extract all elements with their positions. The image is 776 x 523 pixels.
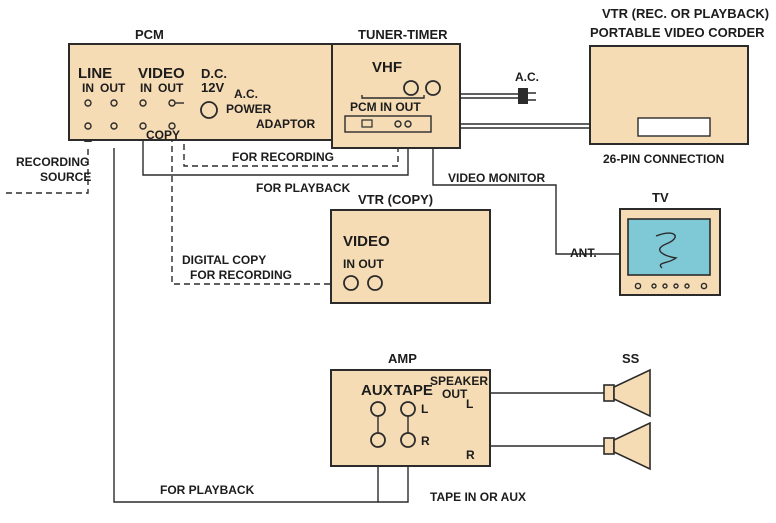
playback-wire-to-amp-r — [378, 453, 409, 503]
amp-tape-l-jack[interactable] — [400, 401, 416, 417]
vtr-portable-unit: VTR (REC. OR PLAYBACK) PORTABLE VIDEO CO… — [589, 6, 769, 145]
vtr-copy-in-jack[interactable] — [343, 275, 359, 291]
pcm-unit: PCM LINE IN OUT VIDEO IN OUT D.C. 12V CO… — [68, 27, 340, 142]
speaker-out-label-1: SPEAKER — [430, 374, 488, 388]
pcm-video-label: VIDEO — [138, 65, 185, 82]
tape-in-or-aux-label: TAPE IN OR AUX — [430, 490, 526, 504]
tv-squiggle — [655, 232, 678, 269]
pcm-dc-label: D.C. — [201, 66, 227, 81]
tv-knob-1[interactable] — [634, 282, 642, 290]
pcm-line-out-jack[interactable] — [110, 99, 118, 107]
digital-copy-wire — [171, 126, 340, 285]
speakers-title: SS — [622, 351, 640, 366]
pcm-line-out-jack-2[interactable] — [110, 122, 118, 130]
recording-source-label-2: SOURCE — [40, 170, 91, 184]
pcm-line-out-label: OUT — [100, 81, 126, 95]
pcm-video-in-jack[interactable] — [139, 99, 147, 107]
tv-knob-2[interactable] — [651, 283, 657, 289]
recording-source-label-1: RECORDING — [16, 155, 89, 169]
ac-plug-prong — [528, 92, 536, 101]
pcm-dc-jack[interactable] — [200, 101, 218, 119]
recording-source-wire — [6, 148, 89, 194]
speaker-out-l-label: L — [466, 397, 473, 411]
amp-aux-l-jack[interactable] — [370, 401, 386, 417]
tuner-pcm-slot — [361, 119, 373, 128]
playback-wire-to-amp — [113, 148, 379, 503]
digital-copy-label-1: DIGITAL COPY — [182, 253, 266, 267]
ac-plug — [518, 88, 528, 104]
connection-label: 26-PIN CONNECTION — [603, 152, 724, 166]
power-adaptor-label-3: ADAPTOR — [256, 117, 315, 131]
for-playback-label: FOR PLAYBACK — [256, 181, 351, 195]
vtr-copy-title: VTR (COPY) — [358, 192, 433, 207]
amp-r-label: R — [421, 434, 430, 448]
tuner-title: TUNER-TIMER — [358, 27, 448, 42]
pcm-video-out-label: OUT — [158, 81, 184, 95]
tv-title: TV — [652, 190, 669, 205]
tuner-pcm-panel — [344, 115, 432, 133]
speaker-right — [603, 421, 651, 471]
tuner-pcm-in-jack[interactable] — [394, 120, 402, 128]
amp-l-label: L — [421, 402, 428, 416]
amp-tape-r-jack[interactable] — [400, 432, 416, 448]
speaker-left — [603, 368, 651, 418]
for-recording-label: FOR RECORDING — [232, 150, 334, 164]
speaker-out-r-label: R — [466, 448, 475, 462]
vtr-26pin-connector[interactable] — [637, 117, 711, 137]
amp-aux-label: AUX — [361, 382, 393, 399]
tv-knob-6[interactable] — [700, 282, 708, 290]
tv-ant-label: ANT. — [570, 246, 597, 260]
tuner-timer-unit: TUNER-TIMER VHF PCM IN OUT — [331, 27, 461, 149]
digital-copy-label-2: FOR RECORDING — [190, 268, 292, 282]
pcm-title: PCM — [135, 27, 164, 42]
tuner-vhf-label: VHF — [372, 59, 402, 76]
pcm-copy-label: COPY — [146, 128, 180, 142]
pcm-video-out-jack[interactable] — [168, 99, 176, 107]
vhf-jack-2[interactable] — [425, 80, 441, 96]
tuner-pcm-out-jack[interactable] — [404, 120, 412, 128]
tv-knob-3[interactable] — [662, 283, 668, 289]
pcm-copy-jack-2[interactable] — [168, 122, 176, 130]
pcm-copy-jack-1[interactable] — [139, 122, 147, 130]
video-monitor-label: VIDEO MONITOR — [448, 171, 545, 185]
pcm-video-in-label: IN — [140, 81, 152, 95]
pcm-line-label: LINE — [78, 65, 112, 82]
vhf-jack-1[interactable] — [403, 80, 419, 96]
pcm-line-in-label: IN — [82, 81, 94, 95]
speaker-out-label-2: OUT — [442, 387, 468, 401]
tv-knob-4[interactable] — [673, 283, 679, 289]
tv-screen — [627, 218, 711, 276]
tuner-ac-label: A.C. — [515, 70, 539, 84]
pcm-dc-voltage-label: 12V — [201, 80, 224, 95]
vhf-divider — [361, 95, 425, 99]
pcm-line-in-jack[interactable] — [84, 99, 92, 107]
vtr-portable-title-2: PORTABLE VIDEO CORDER — [590, 25, 765, 40]
tuner-pcm-in-out-label: PCM IN OUT — [350, 100, 421, 114]
amp-tape-label: TAPE — [394, 382, 433, 399]
power-adaptor-label-2: POWER — [226, 102, 272, 116]
playback-video-wire — [142, 126, 409, 176]
tv-set — [619, 208, 721, 296]
vtr-copy-in-out-label: IN OUT — [343, 257, 384, 271]
amp-unit: AMP AUX TAPE L R SPEAKER OUT L R — [330, 351, 491, 467]
for-playback-bottom-label: FOR PLAYBACK — [160, 483, 255, 497]
amp-title: AMP — [388, 351, 417, 366]
vtr-portable-title-1: VTR (REC. OR PLAYBACK) — [602, 6, 769, 21]
tv-knob-5[interactable] — [684, 283, 690, 289]
vtr-copy-out-jack[interactable] — [367, 275, 383, 291]
vtr-copy-video-label: VIDEO — [343, 233, 390, 250]
video-monitor-wire — [432, 99, 622, 255]
pcm-line-in-jack-2[interactable] — [84, 122, 92, 130]
amp-aux-r-jack[interactable] — [370, 432, 386, 448]
power-adaptor-label-1: A.C. — [234, 87, 258, 101]
vtr-copy-unit: VTR (COPY) VIDEO IN OUT — [330, 192, 491, 304]
